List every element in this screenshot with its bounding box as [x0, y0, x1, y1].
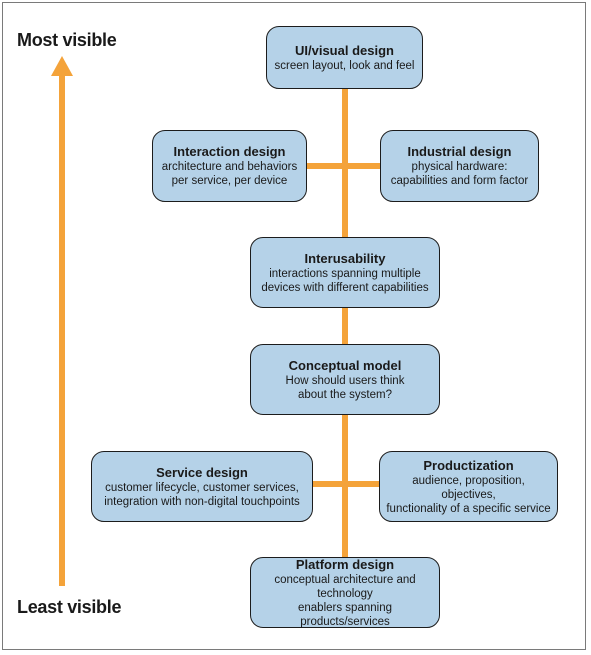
ui-visual-design-title: UI/visual design [295, 42, 394, 58]
conceptual-model-box: Conceptual model How should users think … [250, 344, 440, 415]
service-design-desc-2: integration with non-digital touchpoints [104, 495, 300, 508]
productization-title: Productization [423, 457, 514, 473]
visibility-arrowhead [51, 56, 73, 76]
interaction-design-desc-2: per service, per device [171, 175, 288, 187]
ui-visual-design-desc-1: screen layout, look and feel [274, 59, 415, 72]
interusability-desc-2: devices with different capabilities [261, 281, 429, 294]
platform-design-title: Platform design [295, 556, 395, 572]
interaction-design-desc-1: architecture and behaviors [161, 161, 298, 173]
industrial-design-title: Industrial design [407, 144, 512, 159]
service-design-box: Service design customer lifecycle, custo… [91, 451, 313, 522]
interusability-box: Interusability interactions spanning mul… [250, 237, 440, 308]
platform-design-desc-2: enablers spanning products/services [298, 601, 392, 628]
interaction-design-box: Interaction design architecture and beha… [152, 130, 307, 202]
ui-visual-design-box: UI/visual design screen layout, look and… [266, 26, 423, 89]
platform-design-desc-1: conceptual architecture and technology [274, 573, 416, 600]
most-visible-label: Most visible [17, 30, 117, 50]
platform-design-box: Platform design conceptual architecture … [250, 557, 440, 628]
least-visible-label: Least visible [17, 597, 122, 617]
industrial-design-box: Industrial design physical hardware: cap… [380, 130, 539, 202]
service-design-title: Service design [156, 464, 248, 480]
interusability-desc-1: interactions spanning multiple [269, 267, 421, 280]
interusability-title: Interusability [304, 250, 386, 266]
industrial-design-desc-2: capabilities and form factor [390, 175, 529, 187]
conceptual-model-desc-1: How should users think [285, 374, 405, 387]
conceptual-model-title: Conceptual model [288, 357, 402, 373]
conceptual-model-desc-2: about the system? [298, 388, 392, 401]
service-design-desc-1: customer lifecycle, customer services, [105, 481, 299, 494]
diagram-frame [2, 2, 586, 650]
interaction-design-title: Interaction design [173, 144, 286, 159]
industrial-design-desc-1: physical hardware: [411, 161, 508, 173]
productization-desc-1: audience, proposition, objectives, [412, 474, 525, 501]
productization-desc-2: functionality of a specific service [386, 502, 551, 515]
productization-box: Productization audience, proposition, ob… [379, 451, 558, 522]
